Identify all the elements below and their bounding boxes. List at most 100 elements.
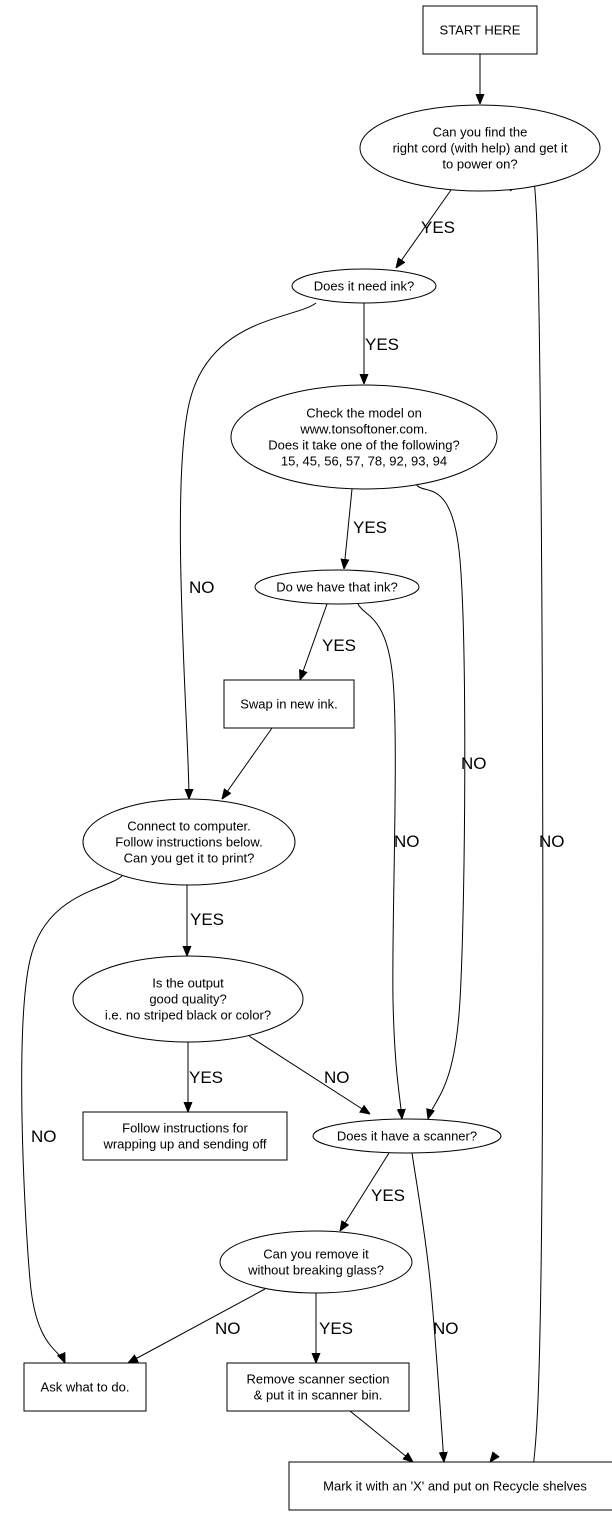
edge-label-no: NO (215, 1319, 241, 1338)
edges-layer: YES NO YES NO YES NO YES NO YES NO YES NO YES NO NO YES (21, 54, 565, 1506)
action-box (288, 1461, 612, 1511)
decision-ellipse (72, 955, 304, 1043)
edge-scanner-to-recycle: NO (411, 1152, 459, 1462)
node-text-line: Mark it with an 'X' and put on Recycle s… (323, 1479, 587, 1494)
decision-ellipse (82, 798, 296, 886)
node-remove-scanner: Remove scanner section& put it in scanne… (226, 1362, 410, 1412)
edge-label-no: NO (539, 832, 565, 851)
edge-remove-q-to-ask: NO (128, 1288, 266, 1363)
node-swap-ink: Swap in new ink. (223, 679, 355, 729)
edge-arrow (300, 603, 328, 680)
edge-label-yes: YES (319, 1319, 353, 1338)
decision-ellipse (359, 104, 601, 192)
node-text-line: Can you get it to print? (124, 851, 255, 866)
node-text-line: www.tonsoftoner.com. (299, 422, 427, 437)
node-text-line: Does it need ink? (314, 279, 414, 294)
edge-label-yes: YES (189, 1068, 223, 1087)
edge-need-ink-to-connect: NO (179, 302, 317, 799)
edge-arrow (490, 150, 544, 1506)
node-text-line: Connect to computer. (127, 819, 251, 834)
edge-label-yes: YES (322, 636, 356, 655)
edge-label-no: NO (31, 1127, 57, 1146)
node-text-line: Do we have that ink? (276, 580, 397, 595)
node-text-line: wrapping up and sending off (102, 1137, 266, 1152)
edge-remove-scanner-to-recycle (349, 1410, 413, 1462)
node-text-line: Ask what to do. (41, 1380, 130, 1395)
action-box (422, 5, 538, 55)
edge-arrow (357, 603, 402, 1119)
edge-arrow (128, 1288, 266, 1363)
decision-ellipse (230, 384, 498, 490)
action-box (23, 1362, 147, 1412)
edge-label-yes: YES (421, 218, 455, 237)
edge-check-model-to-scanner: NO (415, 483, 487, 1119)
edge-arrow (340, 1152, 390, 1231)
edge-arrow (248, 1035, 370, 1114)
node-text-line: right cord (with help) and get it (393, 141, 568, 156)
edge-label-no: NO (433, 1319, 459, 1338)
edge-check-model-to-have-ink: YES (344, 488, 387, 569)
edge-quality-to-scanner: NO (248, 1035, 370, 1114)
edge-power-to-need-ink: YES (396, 189, 455, 268)
node-text-line: Remove scanner section (246, 1372, 389, 1387)
edge-label-no: NO (324, 1068, 350, 1087)
edge-arrow (222, 727, 273, 799)
edge-have-ink-to-swap-ink: YES (300, 603, 356, 680)
node-text-line: Check the model on (306, 406, 422, 421)
node-text-line: Does it take one of the following? (268, 438, 460, 453)
node-text-line: good quality? (149, 992, 226, 1007)
node-text-line: Follow instructions below. (115, 835, 262, 850)
node-text-line: START HERE (440, 23, 521, 38)
edge-label-yes: YES (353, 518, 387, 537)
decision-ellipse (312, 1118, 502, 1154)
edge-arrow (396, 189, 452, 268)
node-text-line: without breaking glass? (247, 1263, 384, 1278)
edge-label-no: NO (189, 578, 215, 597)
edge-have-ink-to-scanner: NO (357, 603, 420, 1119)
decision-ellipse (254, 569, 420, 605)
decision-ellipse (291, 268, 437, 304)
edge-scanner-to-remove-q: YES (340, 1152, 405, 1231)
edge-power-to-recycle: NO (490, 150, 565, 1506)
node-check-model: Check the model onwww.tonsoftoner.com.Do… (230, 384, 498, 490)
edge-label-yes: YES (190, 910, 224, 929)
node-text-line: i.e. no striped black or color? (105, 1008, 271, 1023)
node-text-line: Is the output (152, 976, 224, 991)
edge-label-no: NO (394, 832, 420, 851)
node-text-line: 15, 45, 56, 57, 78, 92, 93, 94 (281, 454, 447, 469)
edge-need-ink-to-check-model: YES (364, 303, 399, 384)
node-text-line: Follow instructions for (122, 1121, 248, 1136)
node-text-line: Can you find the (433, 125, 528, 140)
edge-remove-q-to-remove-scanner: YES (316, 1293, 353, 1363)
edge-quality-to-wrap-up: YES (188, 1042, 223, 1112)
edge-label-yes: YES (371, 1186, 405, 1205)
edge-arrow (349, 1410, 413, 1462)
edge-label-yes: YES (365, 335, 399, 354)
edge-connect-to-quality: YES (187, 885, 224, 956)
action-box (226, 1362, 410, 1412)
action-box (82, 1111, 288, 1161)
edge-swap-ink-to-connect (222, 727, 273, 799)
edge-arrow (344, 488, 353, 569)
node-text-line: Swap in new ink. (240, 697, 338, 712)
node-text-line: to power on? (442, 157, 517, 172)
node-text-line: & put it in scanner bin. (254, 1388, 383, 1403)
edge-connect-to-ask: NO (21, 875, 123, 1363)
node-ask: Ask what to do. (23, 1362, 147, 1412)
action-box (223, 679, 355, 729)
node-recycle: Mark it with an 'X' and put on Recycle s… (288, 1461, 612, 1511)
node-text-line: Can you remove it (263, 1247, 369, 1262)
edge-arrow (415, 483, 466, 1119)
node-scanner: Does it have a scanner? (312, 1118, 502, 1154)
edge-arrow (179, 302, 317, 799)
edge-arrow (21, 875, 123, 1363)
node-connect: Connect to computer.Follow instructions … (82, 798, 296, 886)
node-start: START HERE (422, 5, 538, 55)
edge-label-no: NO (461, 754, 487, 773)
